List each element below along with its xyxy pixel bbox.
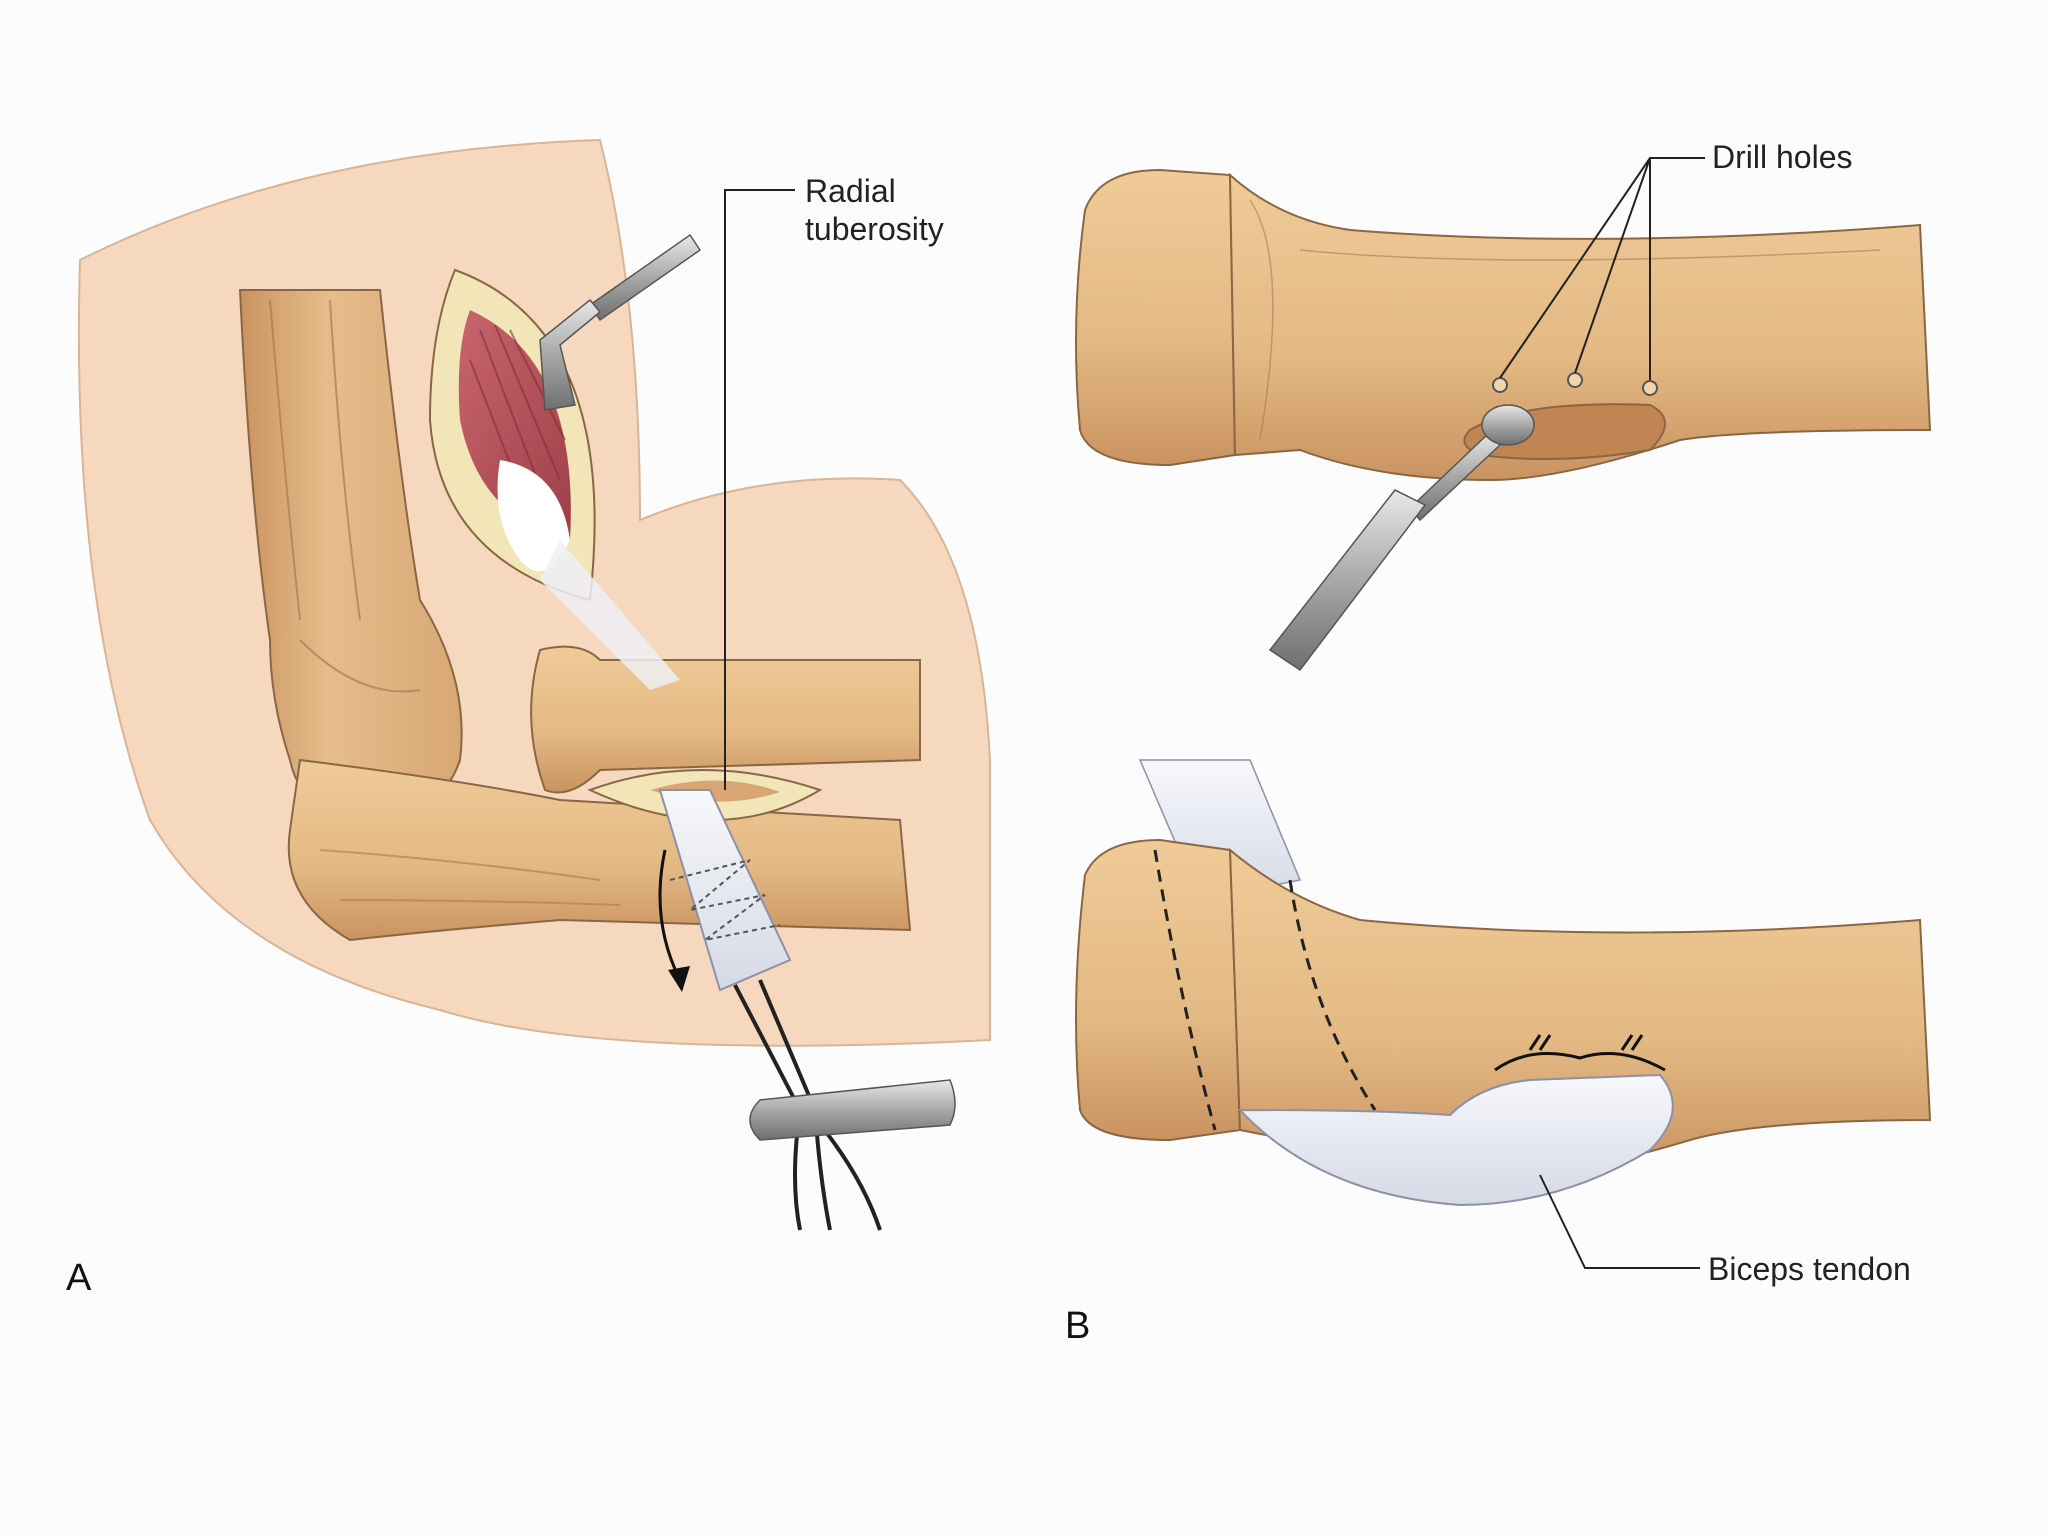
distal-tendon-upper: [497, 460, 570, 572]
muscle-fibers: [469, 324, 566, 516]
dashed-contour-2: [1288, 879, 1377, 1111]
tied-sutures: [1494, 1034, 1666, 1072]
panel-label-a: A: [66, 1257, 92, 1299]
retractor-blade: [539, 298, 602, 411]
ulna-shading: [319, 849, 621, 906]
radius-head-top: [1075, 168, 1237, 467]
panel-b-bottom-illustration: [1075, 759, 1932, 1207]
biceps-tendon-repaired: [1237, 1073, 1674, 1207]
direction-arrow: [658, 849, 682, 981]
bone-shading-top: [1249, 199, 1881, 441]
burr-head: [1481, 404, 1535, 446]
panel-a-illustration: [77, 138, 991, 1231]
biceps-tendon-leader: [1539, 1174, 1700, 1269]
suture-strands: [733, 979, 882, 1231]
drill-holes-label: Drill holes: [1712, 139, 1852, 175]
suture-passer: [749, 1079, 956, 1141]
radius-head-bottom: [1075, 838, 1242, 1142]
tendon-path: [540, 540, 680, 690]
drill-holes-leader: [1499, 157, 1705, 380]
panel-label-b: B: [1065, 1305, 1090, 1347]
tendon-stump: [658, 789, 792, 992]
drill-hole-2: [1567, 372, 1583, 388]
biceps-tendon-label: Biceps tendon: [1708, 1251, 1911, 1287]
dashed-contour-1: [1153, 849, 1217, 1131]
drill-hole-3: [1642, 380, 1658, 396]
direction-arrowhead: [668, 966, 690, 992]
drill-hole-1: [1492, 377, 1508, 393]
burr-handle: [1268, 489, 1427, 672]
radius-shaft-top: [1228, 172, 1932, 482]
radial-tuberosity-label: Radial: [805, 173, 896, 209]
panel-b-top-illustration: [1075, 168, 1932, 672]
radial-tuberosity-leader: [724, 189, 795, 790]
radial-tuberosity-label-line2: tuberosity: [805, 211, 944, 247]
krackow-sutures: [669, 859, 781, 941]
humerus-shading: [269, 299, 421, 693]
